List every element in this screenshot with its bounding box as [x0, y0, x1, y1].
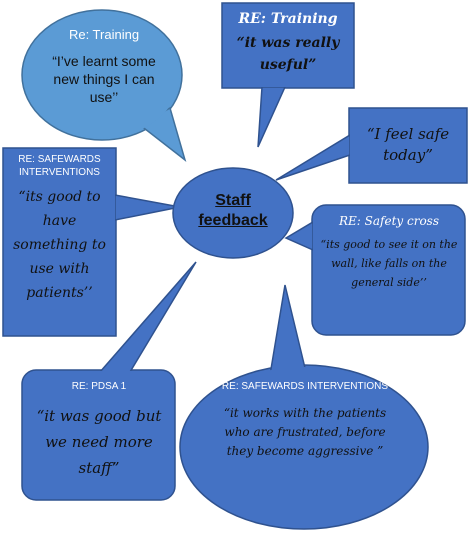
bubble-safety-cross: RE: Safety cross “its good to see it on …: [316, 213, 462, 292]
bubble-quote: “I’ve learnt some new things I can use’’: [52, 53, 156, 105]
bubble-training-1: Re: Training “I’ve learnt some new thing…: [45, 27, 163, 106]
bubble-safewards-1: RE: SAFEWARDS INTERVENTIONS “its good to…: [6, 153, 113, 305]
bubble-training-2-shape: [221, 2, 355, 148]
bubble-label: RE: SAFEWARDS INTERVENTIONS: [18, 154, 101, 178]
bubble-label: RE: Safety cross: [339, 214, 439, 228]
bubble-quote: “its good to see it on the wall, like fa…: [320, 238, 458, 289]
bubble-pdsa: RE: PDSA 1 “it was good but we need more…: [26, 380, 172, 481]
bubble-label: RE: SAFEWARDS INTERVENTIONS: [221, 381, 389, 392]
bubble-safewards-2-shape: [179, 284, 429, 530]
bubble-feel-safe: “I feel safe today”: [352, 124, 464, 166]
bubble-safewards-2: RE: SAFEWARDS INTERVENTIONS “it works wi…: [212, 380, 398, 461]
bubble-quote: “it was really useful”: [236, 35, 340, 73]
center-title-line1: Staff: [215, 192, 251, 209]
bubble-safewards-1-shape: [2, 147, 181, 337]
bubble-label: RE: Training: [238, 11, 338, 27]
center-title-line2: feedback: [198, 212, 268, 229]
bubble-label: RE: PDSA 1: [71, 381, 127, 392]
bubble-safety-cross-shape: [284, 204, 466, 336]
bubble-label: Re: Training: [68, 27, 140, 42]
bubble-feel-safe-shape: [275, 107, 468, 184]
bubble-quote: “its good to have something to use with …: [13, 189, 106, 301]
center-ellipse: [172, 167, 294, 259]
bubble-training-2: RE: Training “it was really useful”: [226, 10, 350, 76]
bubble-quote: “it works with the patients who are frus…: [223, 406, 387, 458]
center-title: Staff feedback: [175, 191, 291, 231]
bubble-quote: “it was good but we need more staff”: [36, 407, 162, 477]
bubble-training-1-shape: [21, 9, 187, 163]
bubble-pdsa-shape: [21, 261, 197, 501]
bubble-quote: “I feel safe today”: [366, 125, 450, 164]
